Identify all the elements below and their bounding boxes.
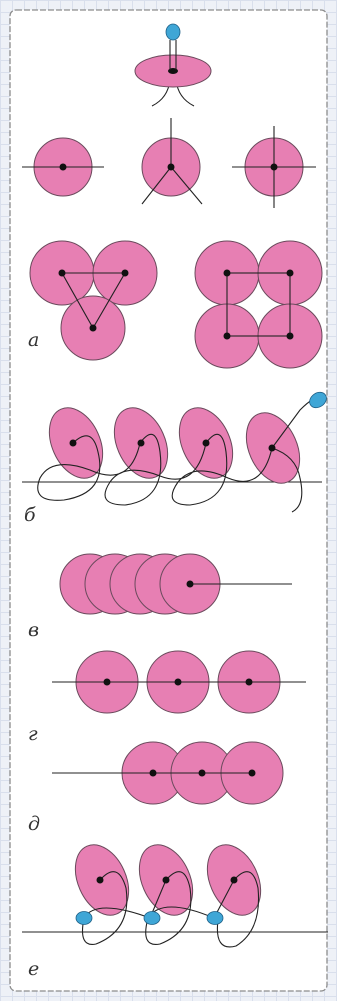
label-d: д bbox=[28, 813, 40, 835]
label-e: е bbox=[28, 958, 39, 980]
label-b: б bbox=[24, 504, 36, 526]
bead-e3 bbox=[207, 912, 223, 925]
top-bead bbox=[166, 24, 180, 40]
bead-e2 bbox=[144, 912, 160, 925]
label-a: а bbox=[28, 329, 39, 351]
bead-e1 bbox=[76, 912, 92, 925]
label-g: г bbox=[28, 723, 38, 745]
label-v: в bbox=[28, 619, 39, 641]
